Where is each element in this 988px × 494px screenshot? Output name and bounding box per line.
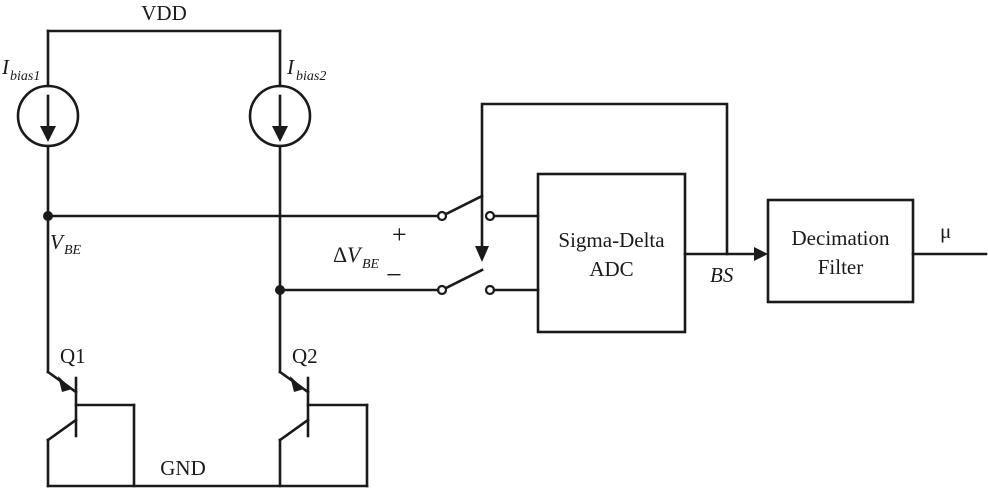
filter-title-line1: Decimation — [792, 226, 890, 250]
q2-net — [275, 285, 440, 295]
chopper-switches — [436, 194, 540, 296]
switch-top-left-terminal — [436, 210, 448, 222]
current-source-ibias1: I bias1 — [1, 55, 80, 148]
current-source-ibias2: I bias2 — [248, 55, 326, 148]
ibias1-label: I — [1, 55, 10, 79]
transistor-q1: Q1 — [46, 344, 136, 488]
vdd-rail: VDD — [46, 1, 282, 33]
delta-symbol: Δ — [333, 242, 347, 267]
sigma-delta-adc-block: Sigma-Delta ADC — [536, 172, 687, 334]
delta-vbe-label: V — [347, 242, 363, 267]
adc-title-line2: ADC — [589, 257, 633, 281]
transistor-q2: Q2 — [278, 344, 369, 488]
bs-bitstream-line: BS — [683, 247, 768, 287]
gnd-rail: GND — [46, 456, 369, 488]
plus-sign: + — [392, 220, 407, 249]
vbe-label: V — [50, 230, 65, 254]
ibias2-subscript: bias2 — [296, 69, 326, 84]
q1-label: Q1 — [60, 344, 86, 368]
vbe-net: V BE — [43, 211, 440, 258]
vbe-subscript: BE — [64, 243, 82, 258]
feedback-control-line — [475, 102, 729, 262]
decimation-filter-block: Decimation Filter — [766, 198, 915, 304]
switch-bottom-blade — [444, 268, 484, 290]
adc-title-line1: Sigma-Delta — [558, 228, 665, 252]
filter-title-line2: Filter — [818, 255, 864, 279]
switch-bottom-left-terminal — [436, 284, 448, 296]
mu-label: μ — [940, 219, 951, 243]
ibias2-label: I — [286, 55, 295, 79]
gnd-label: GND — [160, 456, 206, 480]
delta-vbe-annotation: Δ V BE + − — [333, 220, 407, 291]
delta-vbe-subscript: BE — [362, 257, 380, 272]
bs-label: BS — [710, 263, 734, 287]
minus-sign: − — [386, 260, 402, 291]
q2-label: Q2 — [292, 344, 318, 368]
mu-output-line: μ — [911, 219, 988, 256]
switch-top-blade — [444, 194, 484, 216]
ibias1-subscript: bias1 — [10, 69, 40, 84]
vdd-label: VDD — [141, 1, 187, 25]
